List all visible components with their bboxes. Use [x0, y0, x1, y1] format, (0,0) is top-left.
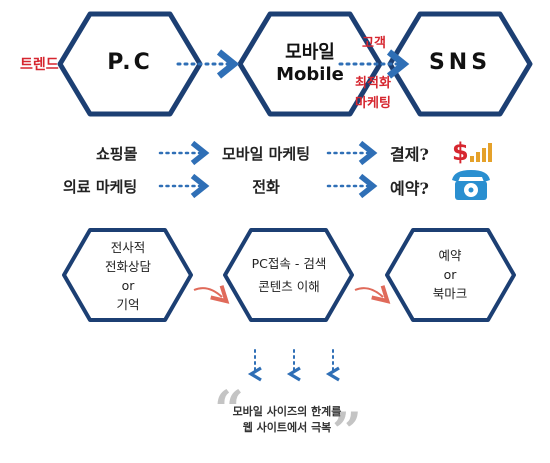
row2-left-label: 의료 마케팅: [63, 178, 138, 196]
customer-label: 고객: [362, 36, 386, 51]
trend-label: 트렌드: [20, 57, 59, 73]
row2-mid-label: 전화: [252, 178, 280, 196]
quote-text: 모바일 사이즈의 한계를 웹 사이트에서 극복: [232, 404, 342, 436]
curve-arrow-2: [354, 288, 383, 297]
hex-pc-label: P.C: [107, 50, 153, 75]
hex-bottom-3-line1: 예약: [438, 248, 462, 263]
hex-bottom-2-text: PC접속 - 검색 콘텐츠 이해: [236, 254, 342, 296]
quote-line1: 모바일 사이즈의 한계를: [232, 405, 342, 418]
hex-bottom-1-text: 전사적 전화상담 or 기억: [78, 238, 178, 314]
open-quote-mark: “: [214, 380, 244, 441]
hex-sns-label: SNS: [428, 50, 492, 75]
hex-bottom-3-text: 예약 or 북마크: [400, 246, 500, 303]
hex-mobile-label-ko: 모바일: [285, 42, 335, 63]
hex-bottom-3-line2: or: [443, 267, 457, 282]
hex-bottom-3: [385, 228, 516, 322]
row1-right-label: 결제?: [390, 145, 429, 164]
phone-icon: [452, 170, 490, 200]
hex-sns: [387, 11, 533, 117]
hex-bottom-1-line3: or: [121, 278, 135, 293]
svg-text:$: $: [452, 138, 469, 166]
row1-left-label: 쇼핑몰: [96, 145, 138, 163]
optimized-label: 최적화: [355, 76, 391, 91]
hex-bottom-1-line1: 전사적: [110, 240, 146, 255]
quote-line2: 웹 사이트에서 극복: [242, 421, 332, 434]
row2-right-label: 예약?: [390, 179, 429, 198]
hex-mobile: [237, 11, 383, 117]
hex-mobile-label-en: Mobile: [276, 64, 344, 85]
hex-bottom-2-line2: 콘텐츠 이해: [258, 279, 320, 294]
hex-bottom-2-line1: PC접속 - 검색: [251, 256, 327, 271]
hex-bottom-1: [62, 228, 193, 322]
dollar-bar-icon: $: [452, 138, 492, 166]
curve-arrow-1: [193, 288, 222, 297]
row1-mid-label: 모바일 마케팅: [221, 145, 311, 163]
close-quote-mark: ”: [332, 402, 362, 463]
hex-bottom-3-line3: 북마크: [432, 286, 468, 301]
hex-bottom-1-line2: 전화상담: [104, 259, 151, 274]
marketing-label: 마케팅: [355, 96, 391, 111]
hex-bottom-1-line4: 기억: [116, 297, 140, 312]
hex-bottom-2: [223, 228, 354, 322]
